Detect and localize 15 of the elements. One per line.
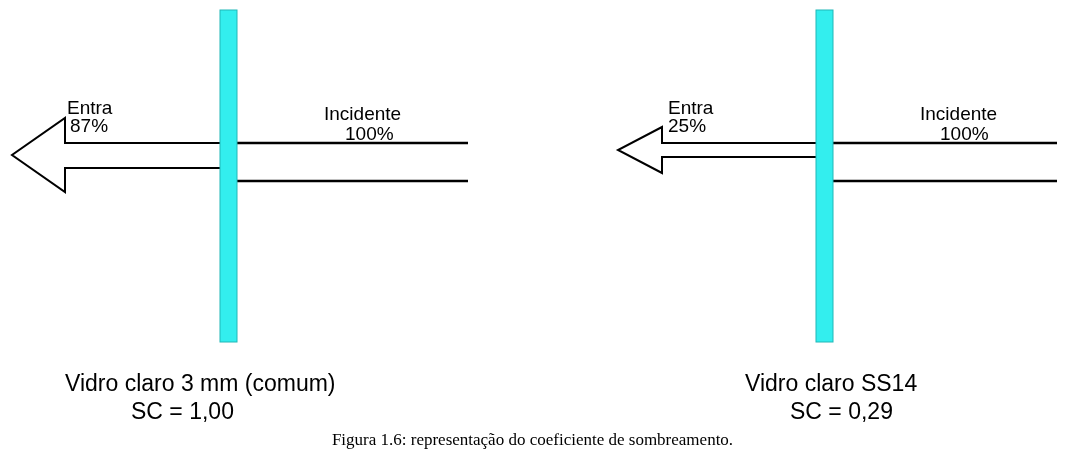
glass-pane — [815, 9, 834, 343]
coefficient-label: SC = 1,00 — [131, 400, 234, 423]
glass-pane — [219, 9, 238, 343]
percentage-label: 25% — [668, 116, 707, 135]
label-text: Incidente — [324, 104, 402, 123]
label-text: Entra — [668, 98, 714, 117]
coefficient-label: SC = 0,29 — [790, 400, 893, 423]
percentage-label: 100% — [345, 124, 394, 143]
glass-type-label: Vidro claro SS14 — [745, 372, 918, 395]
glass-type-label: Vidro claro 3 mm (comum) — [65, 372, 336, 395]
percentage-label: 100% — [940, 124, 989, 143]
label-text: Incidente — [920, 104, 998, 123]
percentage-label: 87% — [70, 116, 109, 135]
label-text: Entra — [67, 98, 113, 117]
figure-caption: Figura 1.6: representação do coeficiente de sombreamento. — [330, 430, 735, 450]
